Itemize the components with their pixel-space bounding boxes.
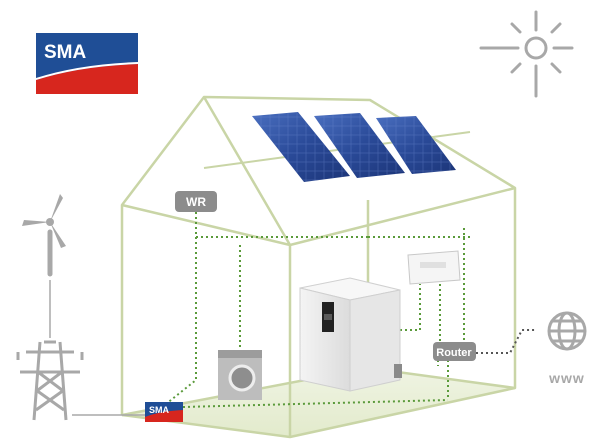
sma-meter-badge: SMA [145, 402, 183, 422]
router-label: Router [433, 342, 476, 361]
solar-panels [252, 112, 456, 182]
battery-storage-icon [299, 277, 402, 392]
wiring [165, 212, 470, 408]
inverter-label-text: WR [186, 195, 206, 209]
solar-panel [376, 116, 456, 174]
sma-logo-text: SMA [44, 42, 87, 63]
sma-logo: SMA [36, 33, 138, 94]
washing-machine-icon [218, 350, 262, 400]
solar-panel [252, 112, 350, 182]
energy-meter-icon [407, 250, 461, 285]
power-pylon-icon [16, 340, 84, 421]
sun-icon [479, 10, 574, 98]
wind-turbine-icon [22, 194, 66, 277]
router-label-text: Router [436, 347, 472, 359]
internet-label: www [548, 370, 585, 386]
solar-panel [314, 113, 405, 178]
internet-link [476, 329, 536, 354]
globe-icon [547, 311, 587, 351]
inverter-label: WR [175, 191, 217, 212]
sma-meter-badge-text: SMA [149, 405, 170, 415]
